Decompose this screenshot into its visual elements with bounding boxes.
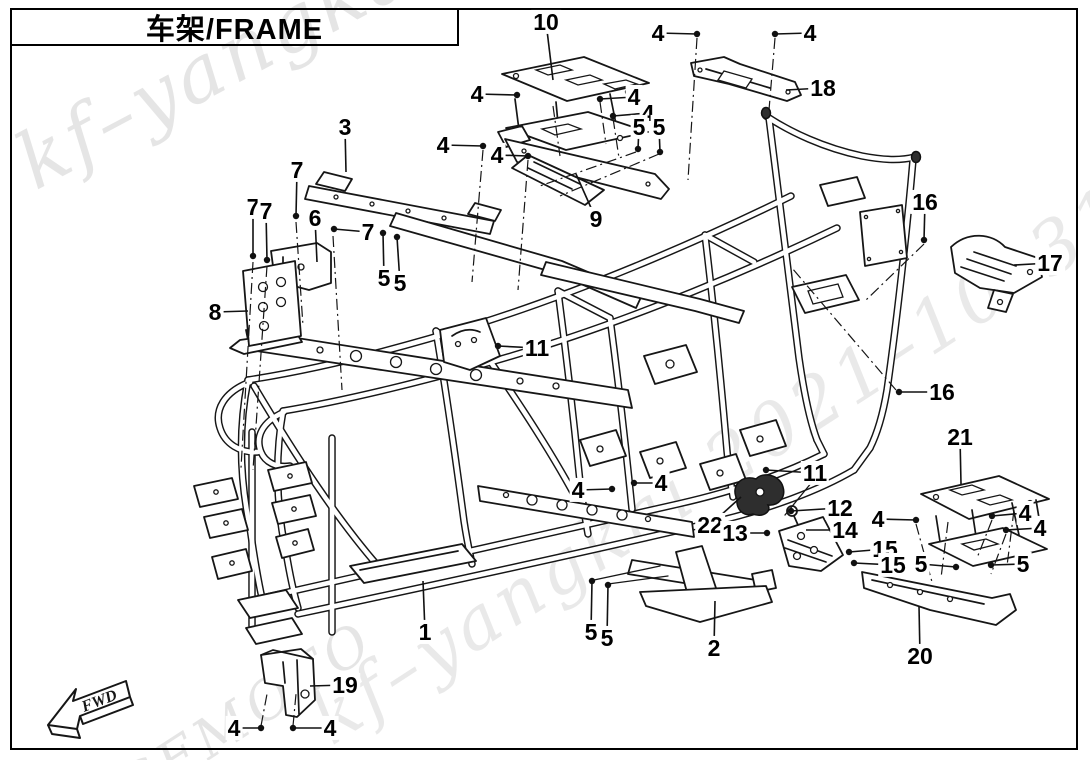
callout-4: 4 [468,80,486,107]
callout-4: 4 [649,19,667,46]
callout-22: 22 [695,511,725,538]
callout-5: 5 [912,550,930,577]
callout-19: 19 [330,671,360,698]
callout-11: 11 [522,334,552,361]
callout-5: 5 [375,264,393,291]
fwd-arrow-icon: FWD [47,680,134,739]
callout-9: 9 [587,205,605,232]
part-22-hook [734,474,785,517]
callout-11: 11 [800,459,830,486]
callout-15: 15 [878,551,908,578]
callout-4: 4 [869,505,887,532]
callout-1: 1 [416,618,434,645]
callout-13: 13 [720,519,750,546]
callout-7: 7 [244,193,262,220]
callout-5: 5 [650,113,668,140]
fwd-marker: FWD [40,663,140,758]
title-box: 车架/FRAME [10,8,459,46]
callout-18: 18 [808,74,838,101]
callout-4: 4 [225,714,243,741]
callout-5: 5 [391,269,409,296]
callout-4: 4 [1016,499,1034,526]
alignment-lines [240,37,1015,727]
callout-16: 16 [927,378,957,405]
part-10-bracket [501,56,650,151]
page-title: 车架/FRAME [145,14,324,46]
part-2-footrest [627,545,777,623]
callout-21: 21 [945,423,975,450]
callout-16: 16 [910,188,940,215]
callout-7: 7 [257,197,275,224]
callout-2: 2 [705,634,723,661]
callout-4: 4 [801,19,819,46]
callout-12: 12 [825,494,855,521]
part-17-footrest [950,234,1043,313]
part-3-rack-rail [304,171,745,324]
frame-cross-members [193,176,908,645]
callout-3: 3 [336,113,354,140]
callout-4: 4 [488,141,506,168]
part-21-bracket [920,475,1050,567]
callout-4: 4 [652,469,670,496]
part-20-arm [861,571,1017,626]
callout-4: 4 [321,714,339,741]
callout-20: 20 [905,642,935,669]
callout-5: 5 [1014,550,1032,577]
callout-4: 4 [625,83,643,110]
callout-4: 4 [569,476,587,503]
callout-5: 5 [598,624,616,651]
part-18-bracket [690,56,802,102]
callout-5: 5 [582,618,600,645]
callout-6: 6 [306,204,324,231]
callout-4: 4 [1031,514,1049,541]
callout-17: 17 [1035,249,1065,276]
callout-4: 4 [434,131,452,158]
callout-7: 7 [288,156,306,183]
part-19-bracket [260,648,316,718]
callout-8: 8 [206,298,224,325]
callout-5: 5 [630,113,648,140]
callout-10: 10 [531,8,561,35]
callout-7: 7 [359,218,377,245]
page-border [10,8,1078,750]
callout-14: 14 [830,516,860,543]
